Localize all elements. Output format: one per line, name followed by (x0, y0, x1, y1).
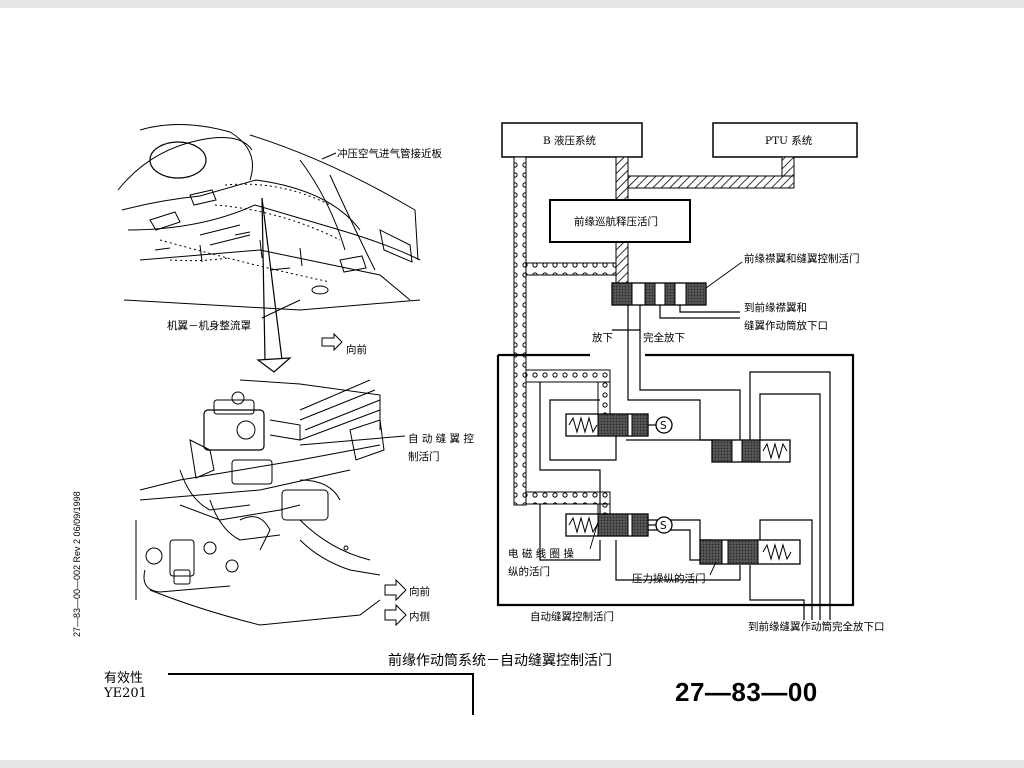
label-solenoid-valve-2: 纵的活门 (508, 565, 550, 578)
b-hydraulic-system-box (501, 122, 643, 158)
label-wing-body-fairing: 机翼－机身整流罩 (167, 319, 251, 332)
label-to-full-extend-port: 到前缘缝翼作动筒完全放下口 (748, 620, 885, 633)
page-number: 27—83—00 (675, 677, 818, 707)
footer-divider-vertical (472, 673, 474, 715)
revision-note: 27—83—00—002 Rev 2 06/09/1998 (72, 491, 82, 637)
effectivity-code: YE201 (104, 686, 147, 701)
label-forward-bottom: 向前 (409, 585, 430, 598)
label-extend: 放下 (592, 331, 613, 344)
top-bar (0, 0, 1024, 8)
effectivity-label: 有效性 (104, 671, 144, 686)
label-full-extend: 完全放下 (643, 331, 685, 344)
pressure-valve-lower (699, 539, 801, 565)
label-ptu-system: PTU 系统 (765, 134, 813, 147)
footer-divider-horizontal (168, 673, 474, 675)
valve-assembly-illustration (135, 379, 407, 627)
label-pressure-valve: 压力操纵的活门 (632, 572, 706, 585)
label-auto-slat-valve-2: 制活门 (408, 450, 440, 463)
label-auto-slat-control-valve: 自动缝翼控制活门 (530, 610, 614, 623)
label-flap-slat-control-valve: 前缘襟翼和缝翼控制活门 (744, 252, 860, 265)
label-inboard: 内侧 (409, 610, 430, 623)
label-ram-air-panel: 冲压空气进气管接近板 (337, 147, 442, 160)
flap-slat-control-valve (611, 282, 707, 306)
figure-caption: 前缘作动筒系统－自动缝翼控制活门 (388, 653, 612, 669)
bottom-bar (0, 760, 1024, 768)
pressure-valve-upper (711, 439, 791, 463)
solenoid-valve-2: S (565, 513, 673, 537)
label-auto-slat-valve-1: 自 动 缝 翼 控 (408, 432, 474, 445)
hydraulic-schematic: S S (496, 122, 858, 620)
label-b-hydraulic-system: B 液压系统 (543, 134, 597, 147)
label-cruise-relief-valve: 前缘巡航释压活门 (574, 215, 658, 228)
solenoid-valve-1: S (565, 413, 673, 437)
solenoid-symbol-2: S (660, 520, 667, 532)
label-to-actuator-2: 缝翼作动筒放下口 (744, 319, 828, 332)
wing-fuselage-illustration (117, 124, 421, 373)
label-solenoid-valve-1: 电 磁 线 圈 操 (508, 547, 574, 560)
label-forward-top: 向前 (346, 343, 367, 356)
cruise-relief-valve-box (549, 199, 691, 243)
label-to-actuator-1: 到前缘襟翼和 (744, 301, 807, 314)
solenoid-symbol-1: S (660, 420, 667, 432)
